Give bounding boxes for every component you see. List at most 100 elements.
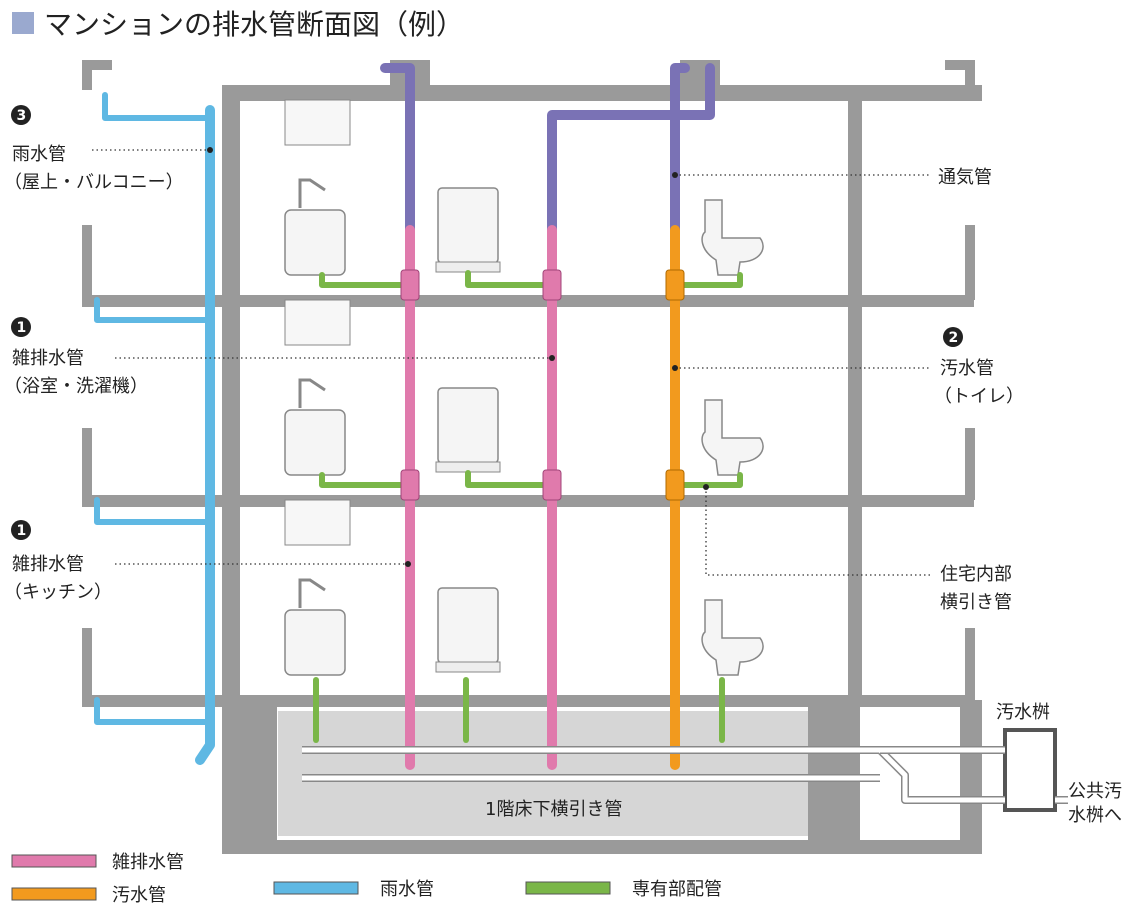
private-pipe-kitchen — [319, 472, 405, 488]
svg-text:雨水管: 雨水管 — [12, 144, 66, 165]
bath-fixture — [284, 499, 351, 546]
rain-branch-2 — [94, 497, 208, 525]
washing-machine-pan — [435, 661, 501, 673]
legend-swatch-misc — [11, 854, 97, 868]
svg-text:（浴室・洗濯機）: （浴室・洗濯機） — [4, 376, 148, 397]
label-sewage: 2 汚水管 （トイレ） — [934, 327, 1024, 407]
washing-machine — [437, 587, 499, 664]
private-pipe-laundry — [465, 270, 548, 288]
washing-machine — [437, 187, 499, 264]
parapet-right-post — [965, 60, 975, 90]
rain-branch-roof — [102, 92, 213, 121]
rain-downpipe — [195, 105, 215, 765]
under-floor-label: 1階床下横引き管 — [485, 799, 622, 820]
badge-1 — [11, 520, 31, 540]
balcony-post-2 — [82, 428, 92, 500]
faucet-icon — [298, 378, 326, 408]
svg-text:2: 2 — [949, 330, 959, 346]
foundation-right-block — [808, 700, 860, 845]
svg-text:住宅内部: 住宅内部 — [940, 564, 1012, 585]
svg-text:雑排水管: 雑排水管 — [12, 348, 84, 369]
svg-text:1: 1 — [17, 523, 27, 539]
kitchen-sink — [284, 409, 346, 476]
floor-slab-1 — [82, 695, 974, 707]
toilet-icon — [701, 199, 764, 276]
svg-text:汚水管: 汚水管 — [940, 358, 994, 379]
svg-text:1: 1 — [17, 320, 27, 336]
pipe-joint — [665, 469, 685, 501]
rain-branch-3 — [94, 297, 208, 323]
private-pipe-laundry — [465, 470, 548, 488]
private-pipe-kitchen — [319, 272, 405, 288]
toilet-icon — [701, 599, 764, 676]
parapet-left — [82, 60, 112, 70]
svg-text:通気管: 通気管 — [938, 167, 992, 188]
leader-dots — [207, 147, 709, 567]
pipe-joint — [542, 269, 562, 301]
svg-text:3: 3 — [17, 108, 27, 124]
pipe-joint — [542, 469, 562, 501]
legend-label-rain: 雨水管 — [380, 879, 434, 900]
private-pipe-toilet — [680, 272, 743, 288]
legend-label-sewage: 汚水管 — [112, 885, 166, 906]
legend-label-private: 専有部配管 — [632, 879, 722, 900]
pipe-joint — [400, 469, 420, 501]
legend-label-misc: 雑排水管 — [112, 852, 184, 873]
under-floor-pipe-upper — [302, 747, 1005, 803]
bath-fixture — [284, 99, 351, 146]
rain-branch-1 — [94, 697, 208, 725]
label-horizontal-pipe: 住宅内部 横引き管 — [940, 564, 1012, 613]
right-wall — [848, 85, 862, 705]
right-balcony-post-1 — [965, 628, 975, 700]
svg-text:雑排水管: 雑排水管 — [12, 554, 84, 575]
parapet-right — [945, 60, 975, 70]
floor-slab-2 — [82, 495, 974, 507]
title-square-icon — [12, 12, 34, 34]
svg-text:（屋上・バルコニー）: （屋上・バルコニー） — [4, 172, 184, 193]
foundation-left-block — [222, 700, 277, 845]
washing-machine — [437, 387, 499, 464]
foundation-bottom — [222, 840, 982, 854]
svg-text:（キッチン）: （キッチン） — [4, 582, 112, 603]
kitchen-sink — [284, 609, 346, 676]
badge-2 — [943, 327, 963, 347]
legend-swatch-sewage — [11, 887, 97, 901]
svg-text:（トイレ）: （トイレ） — [934, 386, 1024, 407]
svg-text:水桝へ: 水桝へ — [1068, 805, 1122, 826]
right-balcony-post-3 — [965, 225, 975, 300]
floor-slab-3 — [82, 295, 974, 307]
legend-swatch-rain — [273, 881, 359, 895]
legend-swatch-private — [525, 881, 611, 895]
pipe-joint — [665, 269, 685, 301]
leader-lines — [92, 149, 930, 576]
left-wall — [222, 85, 240, 845]
vent-pipe-1 — [380, 63, 415, 235]
pipes — [94, 63, 1068, 804]
balcony-post-3 — [82, 225, 92, 300]
svg-text:公共汚: 公共汚 — [1068, 781, 1122, 802]
diagram-title: マンションの排水管断面図（例） — [44, 8, 464, 41]
faucet-icon — [298, 178, 326, 208]
roof-slab — [222, 85, 982, 101]
balcony-post-1 — [82, 628, 92, 700]
faucet-icon — [298, 578, 326, 608]
svg-text:横引き管: 横引き管 — [940, 592, 1012, 613]
kitchen-sink — [284, 209, 346, 276]
sewage-pit-box — [1003, 728, 1057, 812]
label-misc-bath: 1 雑排水管 （浴室・洗濯機） — [4, 317, 148, 397]
bath-fixture — [284, 299, 351, 346]
label-vent: 通気管 — [938, 167, 992, 188]
toilet-icon — [701, 399, 764, 476]
pipe-joint — [400, 269, 420, 301]
private-pipe-toilet — [680, 472, 743, 488]
label-misc-kitchen: 1 雑排水管 （キッチン） — [4, 520, 112, 603]
legend: 雑排水管 汚水管 雨水管 専有部配管 — [11, 852, 722, 906]
badge-3 — [11, 105, 31, 125]
label-rain-pipe: 3 雨水管 （屋上・バルコニー） — [4, 105, 184, 193]
label-public-pit: 公共汚 水桝へ — [1068, 781, 1122, 826]
pit-wall — [960, 700, 982, 850]
vent-pipe-2 — [547, 63, 715, 235]
right-balcony-post-2 — [965, 428, 975, 500]
fixtures — [284, 99, 764, 676]
